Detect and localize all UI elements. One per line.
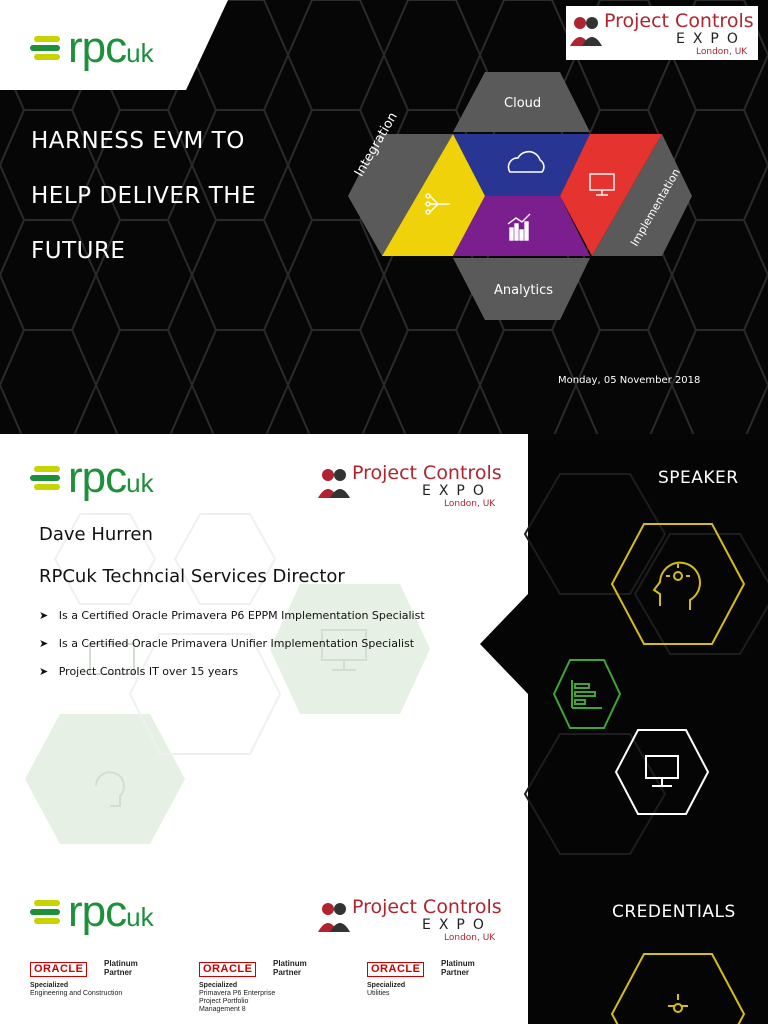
capabilities-hex-graphic: [348, 72, 692, 320]
arrow-bullet-icon: ➤: [39, 665, 59, 678]
monitor-hex-white: [614, 729, 710, 815]
badge-area: Utilities: [367, 990, 390, 997]
credentials-heading: CREDENTIALS: [612, 902, 736, 922]
badge-partner: Partner: [104, 968, 133, 977]
credentials-slide: rpcuk Project Controls EXPO London, UK O…: [0, 868, 768, 1024]
head-idea-icon: [652, 561, 701, 610]
presentation-date: Monday, 05 November 2018: [558, 375, 701, 386]
expo-logo: Project Controls EXPO London, UK: [316, 892, 516, 944]
badge-specialized: Specialized: [30, 982, 69, 989]
analytics-chart-icon: [507, 213, 531, 241]
expo-location: London, UK: [444, 933, 496, 943]
bullet-item: ➤ Is a Certified Oracle Primavera Unifie…: [39, 637, 415, 650]
arrow-bullet-icon: ➤: [39, 637, 59, 650]
badge-area: Project Portfolio: [199, 998, 249, 1005]
expo-logo: Project Controls EXPO London, UK: [566, 6, 758, 60]
badge-tier: Platinum: [104, 959, 138, 968]
badge-specialized: Specialized: [199, 982, 238, 989]
arrow-bullet-icon: ➤: [39, 609, 59, 622]
blue-segment: [453, 134, 590, 196]
rpcuk-logo-text: rpcuk: [68, 887, 154, 936]
expo-title: Project Controls: [604, 10, 754, 32]
rpcuk-logo-text: rpcuk: [68, 23, 154, 72]
oracle-logo: ORACLE: [367, 962, 425, 977]
monitor-icon: [645, 755, 679, 787]
chart-hex-green: [552, 659, 622, 729]
expo-word: EXPO: [422, 483, 492, 499]
oracle-badge: ORACLE Platinum Partner Specialized Engi…: [30, 960, 180, 1020]
oracle-badge: ORACLE Platinum Partner Specialized Prim…: [199, 960, 349, 1020]
badge-tier: Platinum: [273, 959, 307, 968]
credentials-dark-panel: [528, 868, 768, 1024]
badge-partner: Partner: [441, 968, 470, 977]
expo-people-icon: [318, 903, 350, 932]
expo-people-icon: [318, 469, 350, 498]
purple-segment: [453, 196, 590, 256]
expo-people-icon: [570, 17, 602, 46]
headline-line-3: FUTURE: [31, 238, 126, 264]
badge-specialized: Specialized: [367, 982, 406, 989]
expo-location: London, UK: [444, 499, 496, 509]
rpcuk-logo-bars-icon: [30, 36, 60, 60]
badge-tier: Platinum: [441, 959, 475, 968]
cloud-label: Cloud: [504, 96, 542, 111]
speaker-heading: SPEAKER: [658, 468, 739, 488]
analytics-hex: [453, 258, 590, 320]
credentials-bullet-list: ➤ Is a Certified Oracle Primavera P6 EPP…: [39, 604, 425, 688]
speaker-dark-panel: [480, 434, 768, 868]
implementation-hex: [592, 134, 692, 256]
expo-location: London, UK: [696, 47, 748, 57]
speaker-slide: rpcuk Project Controls EXPO London, UK D…: [0, 434, 768, 868]
oracle-badge: ORACLE Platinum Partner Specialized Util…: [367, 960, 517, 1020]
badge-partner: Partner: [273, 968, 302, 977]
speaker-name: Dave Hurren: [39, 524, 153, 545]
cloud-icon: [507, 150, 545, 173]
faded-hex-background: [25, 513, 430, 844]
bullet-item: ➤ Project Controls IT over 15 years: [39, 665, 239, 678]
expo-word: EXPO: [676, 31, 746, 47]
badge-area: Engineering and Construction: [30, 990, 123, 997]
badge-area: Primavera P6 Enterprise: [199, 990, 276, 997]
cloud-hex: [453, 72, 590, 132]
speaker-hex-yellow: [610, 523, 746, 645]
headline-line-1: HARNESS EVM TO: [31, 128, 245, 154]
head-idea-icon: [668, 994, 688, 1013]
expo-word: EXPO: [422, 917, 492, 933]
headline-line-2: HELP DELIVER THE: [31, 183, 257, 209]
expo-logo: Project Controls EXPO London, UK: [316, 458, 516, 510]
yellow-segment: [382, 134, 485, 256]
rpcuk-logo-text: rpcuk: [68, 453, 154, 502]
expo-title: Project Controls: [352, 462, 502, 484]
red-segment: [560, 134, 662, 256]
title-slide: rpcuk Project Controls EXPO London, UK H…: [0, 0, 768, 434]
expo-title: Project Controls: [352, 896, 502, 918]
rpcuk-logo-bars-icon: [30, 900, 60, 924]
monitor-icon: [589, 173, 615, 196]
oracle-logo: ORACLE: [199, 962, 257, 977]
bullet-item: ➤ Is a Certified Oracle Primavera P6 EPP…: [39, 609, 425, 622]
integration-icon: [425, 193, 450, 215]
analytics-label: Analytics: [494, 283, 554, 298]
chart-icon: [571, 680, 602, 709]
integration-hex: [348, 134, 453, 256]
oracle-logo: ORACLE: [30, 962, 88, 977]
badge-area: Management 8: [199, 1006, 246, 1013]
speaker-role: RPCuk Techncial Services Director: [39, 566, 345, 587]
rpcuk-logo-bars-icon: [30, 466, 60, 490]
logo-corner-panel: [0, 0, 228, 90]
